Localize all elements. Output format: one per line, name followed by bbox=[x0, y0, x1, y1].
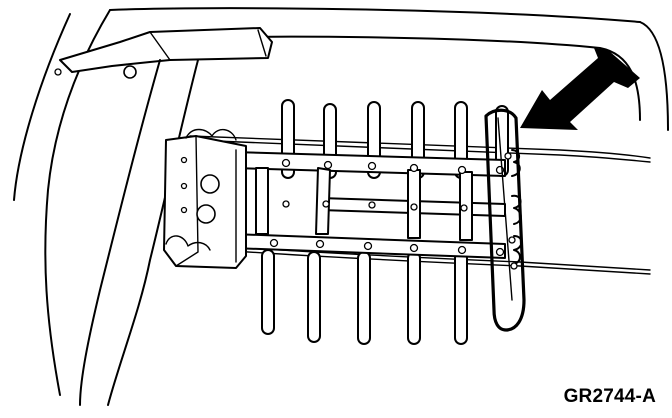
cross-straps bbox=[231, 151, 506, 259]
arrow-icon bbox=[520, 48, 640, 130]
figure-id-label: GR2744-A bbox=[563, 386, 656, 407]
mounting-plate bbox=[163, 128, 247, 269]
hook-retainer-bar bbox=[484, 108, 526, 332]
seat-back-frame bbox=[13, 7, 669, 406]
